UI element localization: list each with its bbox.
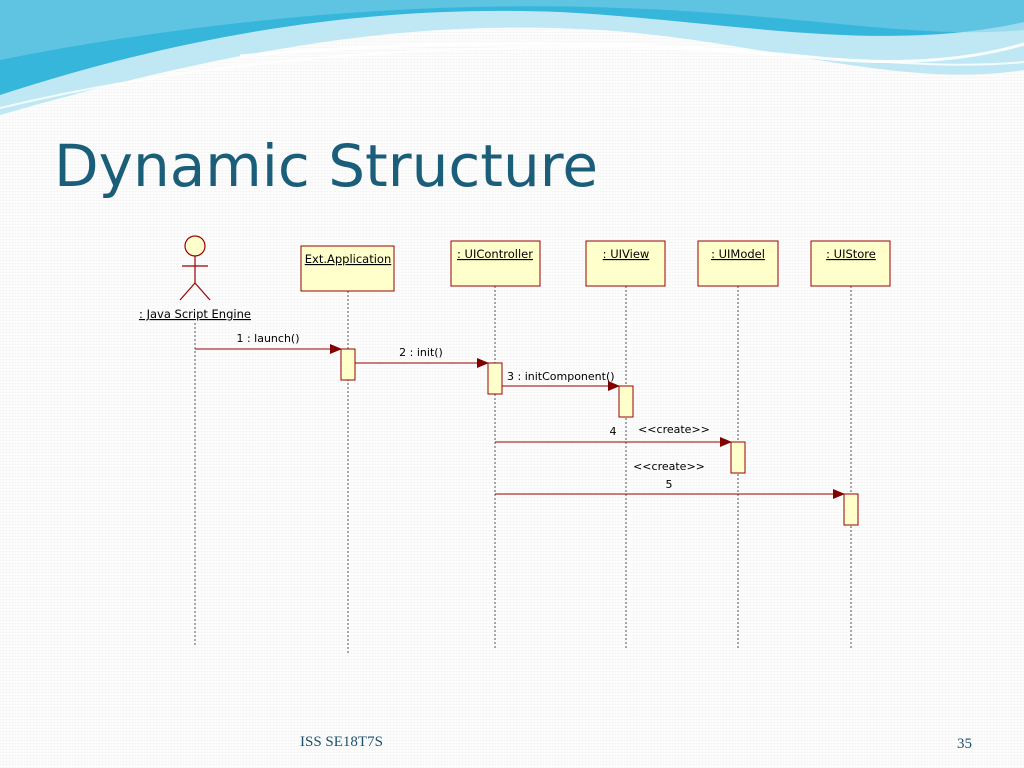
object-uicontroller: : UIController [450, 240, 541, 287]
actor-leg-left [179, 282, 196, 301]
object-label: Ext.Application [305, 252, 392, 266]
wave-dark-band [0, 0, 1024, 95]
actor-java-script-engine: : Java Script Engine [139, 235, 251, 321]
object-label: : UIModel [711, 247, 765, 261]
object-box [450, 240, 541, 287]
message-number: 5 [666, 478, 673, 491]
activation-uistore [843, 493, 859, 526]
object-uistore: : UIStore [810, 240, 891, 287]
message-5-create: <<create>> 5 [495, 460, 845, 499]
actor-head [184, 235, 206, 257]
object-label: : UIController [457, 247, 533, 261]
message-2-init: 2 : init() [355, 346, 489, 368]
object-box [697, 240, 779, 287]
footer-text: ISS SE18T7S [300, 734, 383, 750]
message-1-launch: 1 : launch() [195, 332, 342, 354]
message-stereotype: <<create>> [633, 460, 705, 473]
object-label: : UIStore [826, 247, 876, 261]
object-box [300, 245, 395, 292]
actor-leg-right [194, 282, 211, 301]
message-number: 4 [610, 425, 617, 438]
slide-title: Dynamic Structure [54, 132, 599, 200]
page-number: 35 [957, 736, 972, 752]
message-label: 2 : init() [399, 346, 443, 359]
activation-uiview [618, 385, 634, 418]
message-3-initcomponent: 3 : initComponent() [502, 370, 620, 391]
message-label: 3 : initComponent() [507, 370, 615, 383]
message-label: 1 : launch() [236, 332, 299, 345]
wave-highlight [0, 0, 1024, 60]
object-ext-application: Ext.Application [300, 245, 395, 292]
object-label: : UIView [603, 247, 650, 261]
object-box [585, 240, 666, 287]
header-wave-decoration [0, 0, 1024, 115]
activation-uimodel [730, 441, 746, 474]
object-uimodel: : UIModel [697, 240, 779, 287]
wave-white-stroke [239, 41, 1024, 63]
activation-ext-application [340, 348, 356, 381]
actor-label: : Java Script Engine [139, 307, 251, 321]
wave-white-stroke-2 [0, 46, 1024, 109]
message-stereotype: <<create>> [638, 423, 710, 436]
object-box [810, 240, 891, 287]
object-uiview: : UIView [585, 240, 666, 287]
message-4-create: 4 <<create>> [495, 423, 732, 447]
activation-uicontroller [487, 362, 503, 395]
